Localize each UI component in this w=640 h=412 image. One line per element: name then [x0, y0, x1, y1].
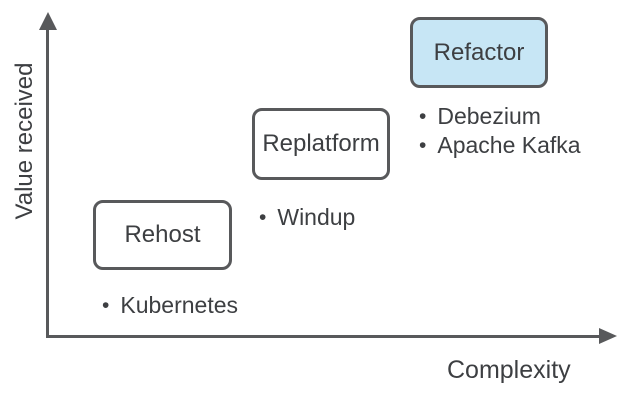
- list-item: • Apache Kafka: [419, 131, 581, 160]
- list-item-label: Windup: [277, 204, 356, 230]
- list-item: • Windup: [259, 203, 355, 232]
- replatform-examples-list: • Windup: [259, 203, 355, 232]
- bullet-icon: •: [259, 206, 267, 229]
- list-item-label: Apache Kafka: [437, 132, 581, 158]
- stage-box-replatform: Replatform: [252, 108, 390, 180]
- stage-box-replatform-label: Replatform: [262, 130, 380, 157]
- refactor-examples-list: • Debezium • Apache Kafka: [419, 102, 581, 160]
- list-item: • Kubernetes: [102, 291, 238, 320]
- list-item: • Debezium: [419, 102, 581, 131]
- x-axis-line: [46, 335, 602, 338]
- bullet-icon: •: [419, 134, 427, 157]
- stage-box-refactor-label: Refactor: [433, 38, 525, 66]
- bullet-icon: •: [419, 105, 427, 128]
- stage-box-rehost: Rehost: [93, 200, 232, 270]
- y-axis-label: Value received: [11, 62, 38, 220]
- rehost-examples-list: • Kubernetes: [102, 291, 238, 320]
- y-axis-arrow-icon: [39, 12, 57, 30]
- y-axis-line: [46, 26, 49, 336]
- stage-box-rehost-label: Rehost: [124, 221, 201, 248]
- bullet-icon: •: [102, 294, 110, 317]
- stage-box-refactor: Refactor: [410, 17, 548, 88]
- list-item-label: Debezium: [437, 103, 541, 129]
- list-item-label: Kubernetes: [120, 292, 238, 318]
- x-axis-arrow-icon: [599, 328, 617, 344]
- x-axis-label: Complexity: [447, 356, 571, 384]
